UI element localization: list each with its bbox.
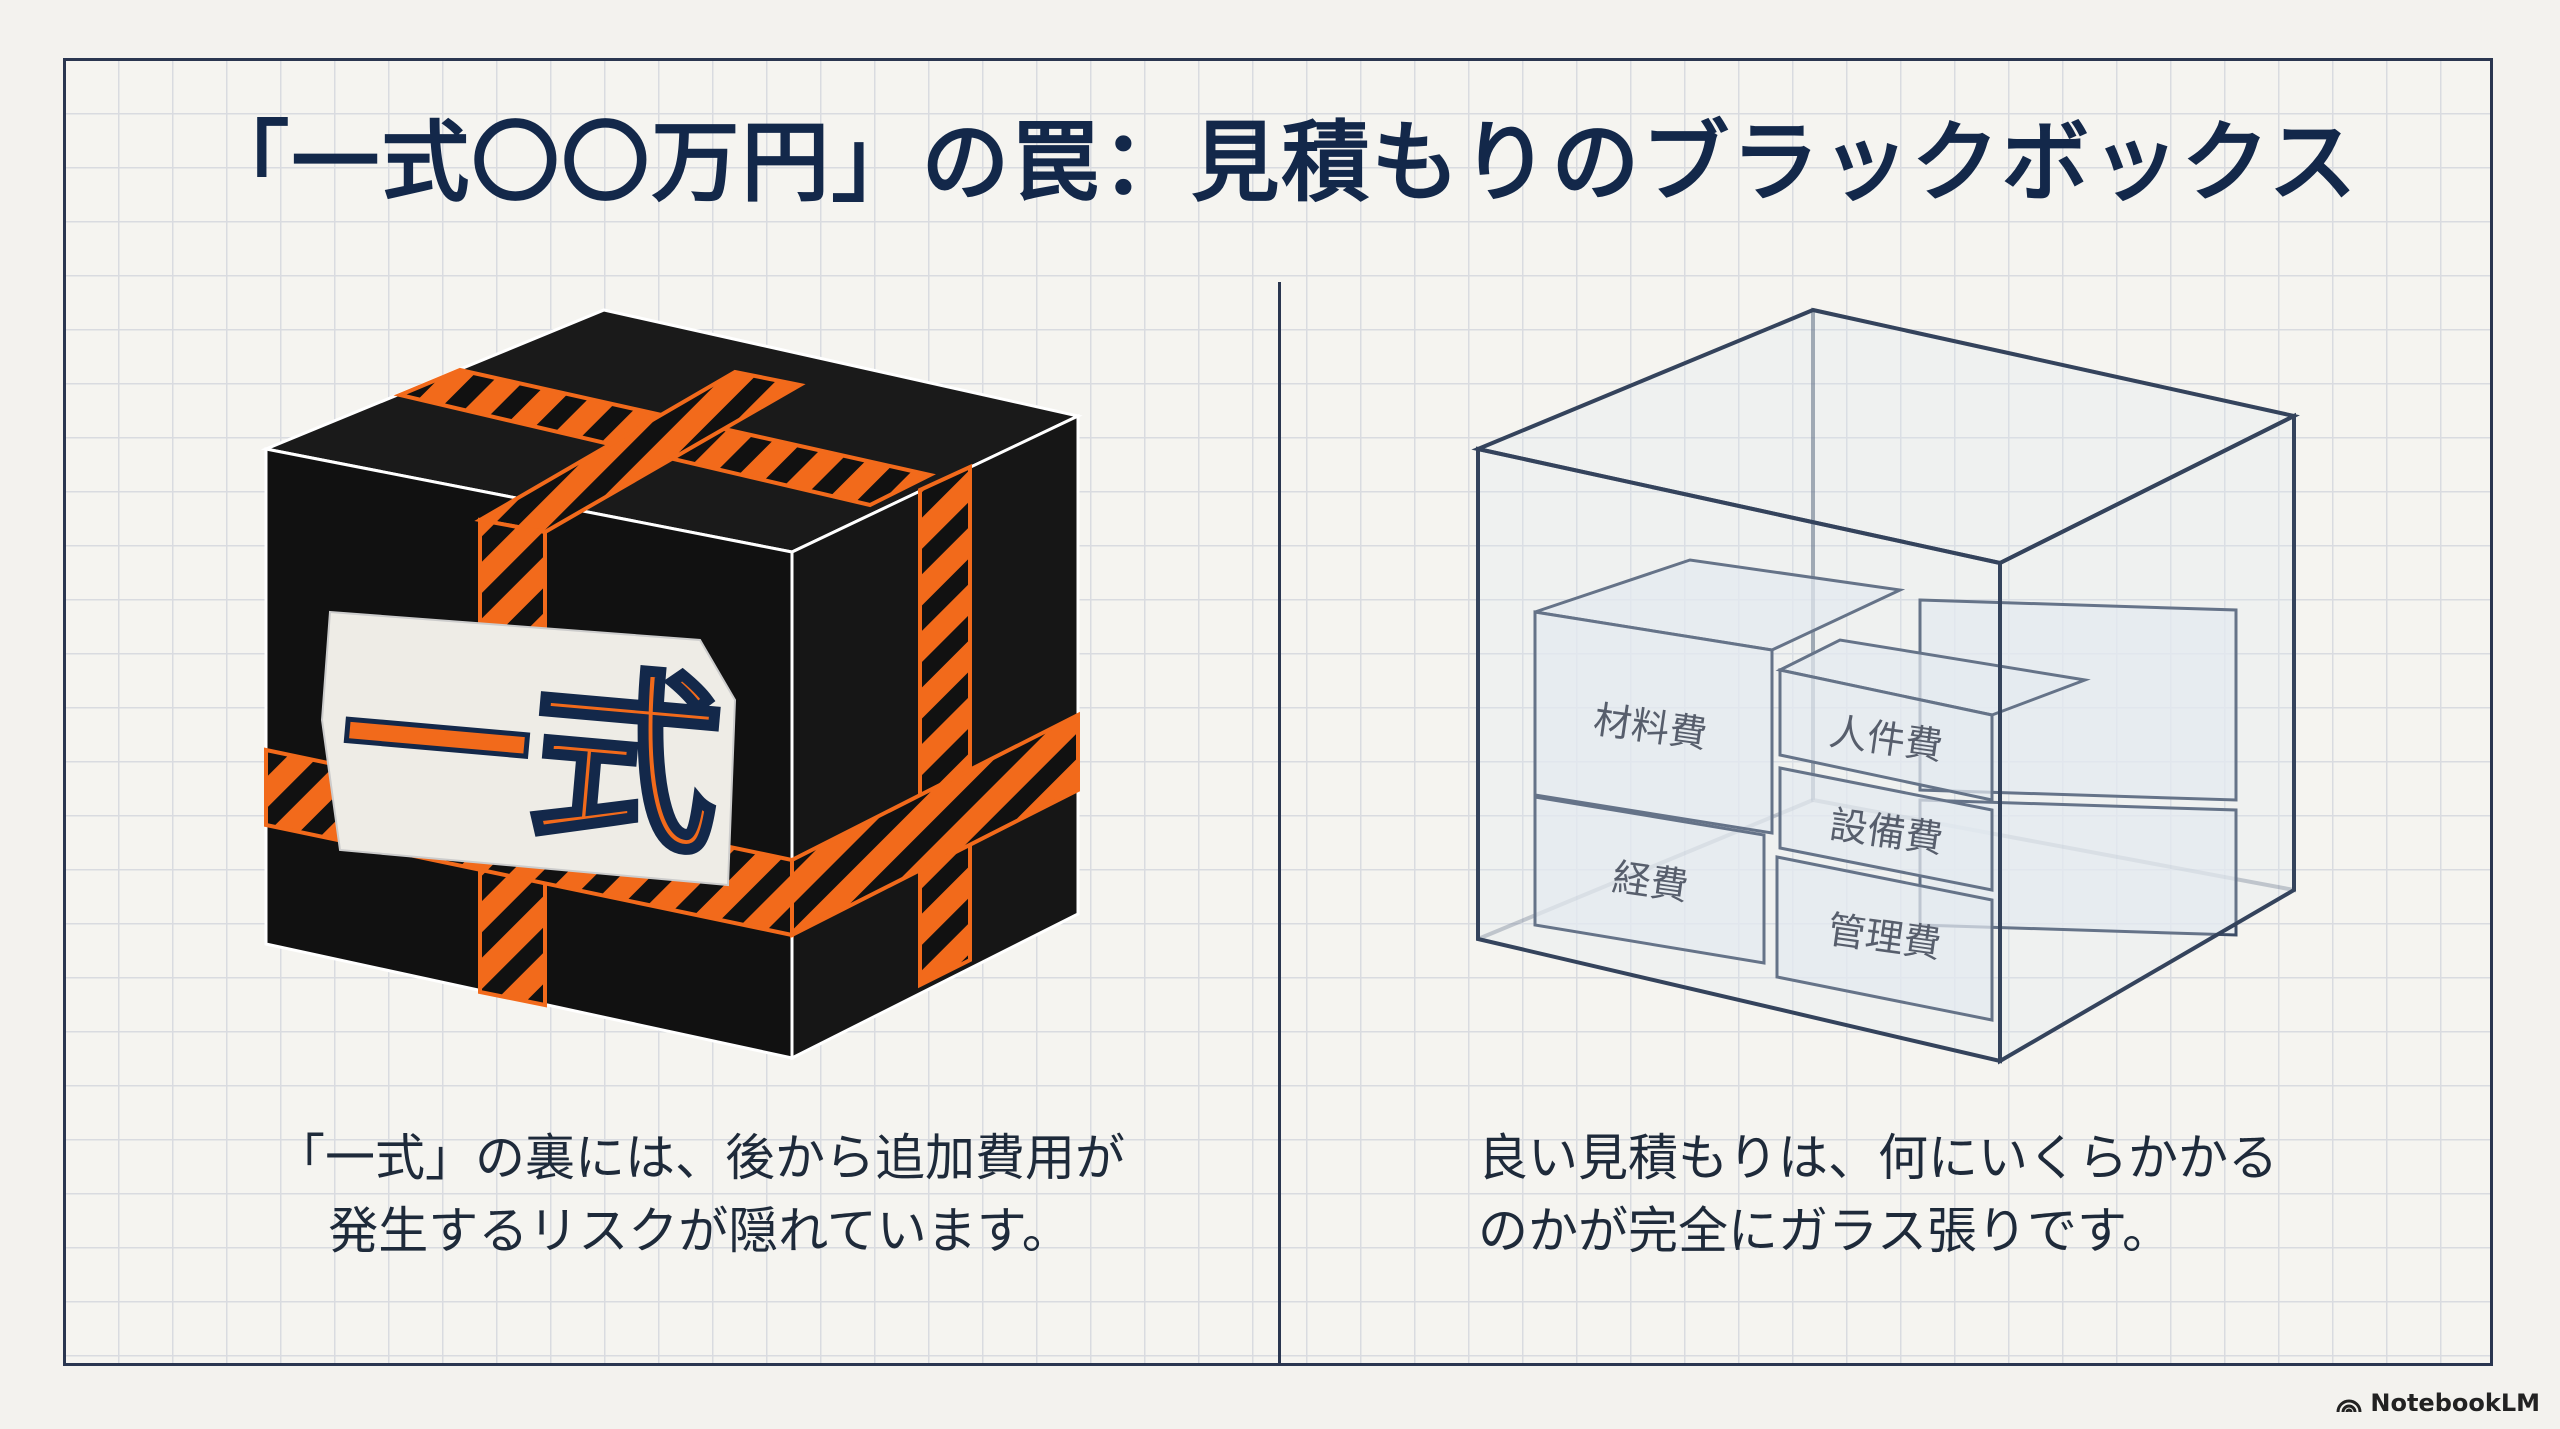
right-caption: 良い見積もりは、何にいくらかかる のかが完全にガラス張りです。: [1478, 1122, 2378, 1268]
caption-line: 「一式」の裏には、後から追加費用が: [275, 1129, 1125, 1187]
caption-line: 発生するリスクが隠れています。: [328, 1202, 1072, 1260]
drawer-admin: [1775, 855, 1994, 1022]
page-title: 「一式〇〇万円」の罠：見積もりのブラックボックス: [201, 111, 2359, 214]
drawer-labor: [1778, 668, 1994, 802]
notebooklm-watermark: NotebookLM: [2336, 1389, 2540, 1417]
brand-name: NotebookLM: [2370, 1389, 2540, 1417]
divider: [1278, 282, 1281, 1366]
label-paper: [320, 610, 737, 887]
glass-right: [1998, 412, 2296, 1065]
drawer-expenses: [1533, 795, 1766, 965]
box-label: 一式: [332, 628, 730, 881]
tape: [790, 711, 1080, 939]
drawer-label: 経費: [1610, 855, 1691, 909]
drawer-materials: [1533, 610, 1774, 835]
caption-line: 良い見積もりは、何にいくらかかる: [1478, 1129, 2278, 1187]
notebooklm-logo-icon: [2336, 1399, 2362, 1413]
caption-line: のかが完全にガラス張りです。: [1478, 1202, 2172, 1260]
left-caption: 「一式」の裏には、後から追加費用が 発生するリスクが隠れています。: [260, 1122, 1140, 1268]
drawer-equipment: [1778, 766, 1994, 892]
